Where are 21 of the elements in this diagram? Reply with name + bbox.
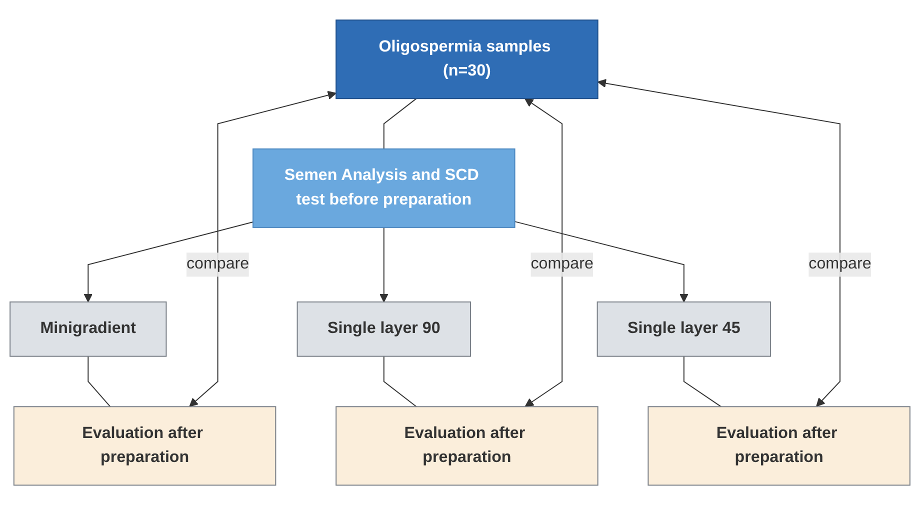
arrow <box>514 221 688 303</box>
arrow <box>84 222 254 303</box>
node-box: Evaluation after preparation <box>648 406 910 486</box>
connector <box>383 356 417 408</box>
arrow <box>597 79 840 408</box>
node-box: Minigradient <box>10 302 167 358</box>
arrow <box>379 228 388 303</box>
node-box: Evaluation after preparation <box>336 406 598 486</box>
connector <box>383 98 417 150</box>
arrow <box>189 91 336 408</box>
node-box: Semen Analysis and SCD test before preparation <box>252 148 516 228</box>
edge-label: compare <box>530 256 594 274</box>
edge-label: compare <box>808 256 872 274</box>
arrow <box>524 98 563 408</box>
node-box: Single layer 90 <box>296 302 472 358</box>
node-box: Evaluation after preparation <box>13 406 276 486</box>
connector <box>683 356 722 408</box>
edge-label: compare <box>186 256 250 274</box>
connector <box>88 356 111 408</box>
node-box: Oligospermia samples (n=30) <box>336 20 598 100</box>
node-box: Single layer 45 <box>596 302 772 358</box>
